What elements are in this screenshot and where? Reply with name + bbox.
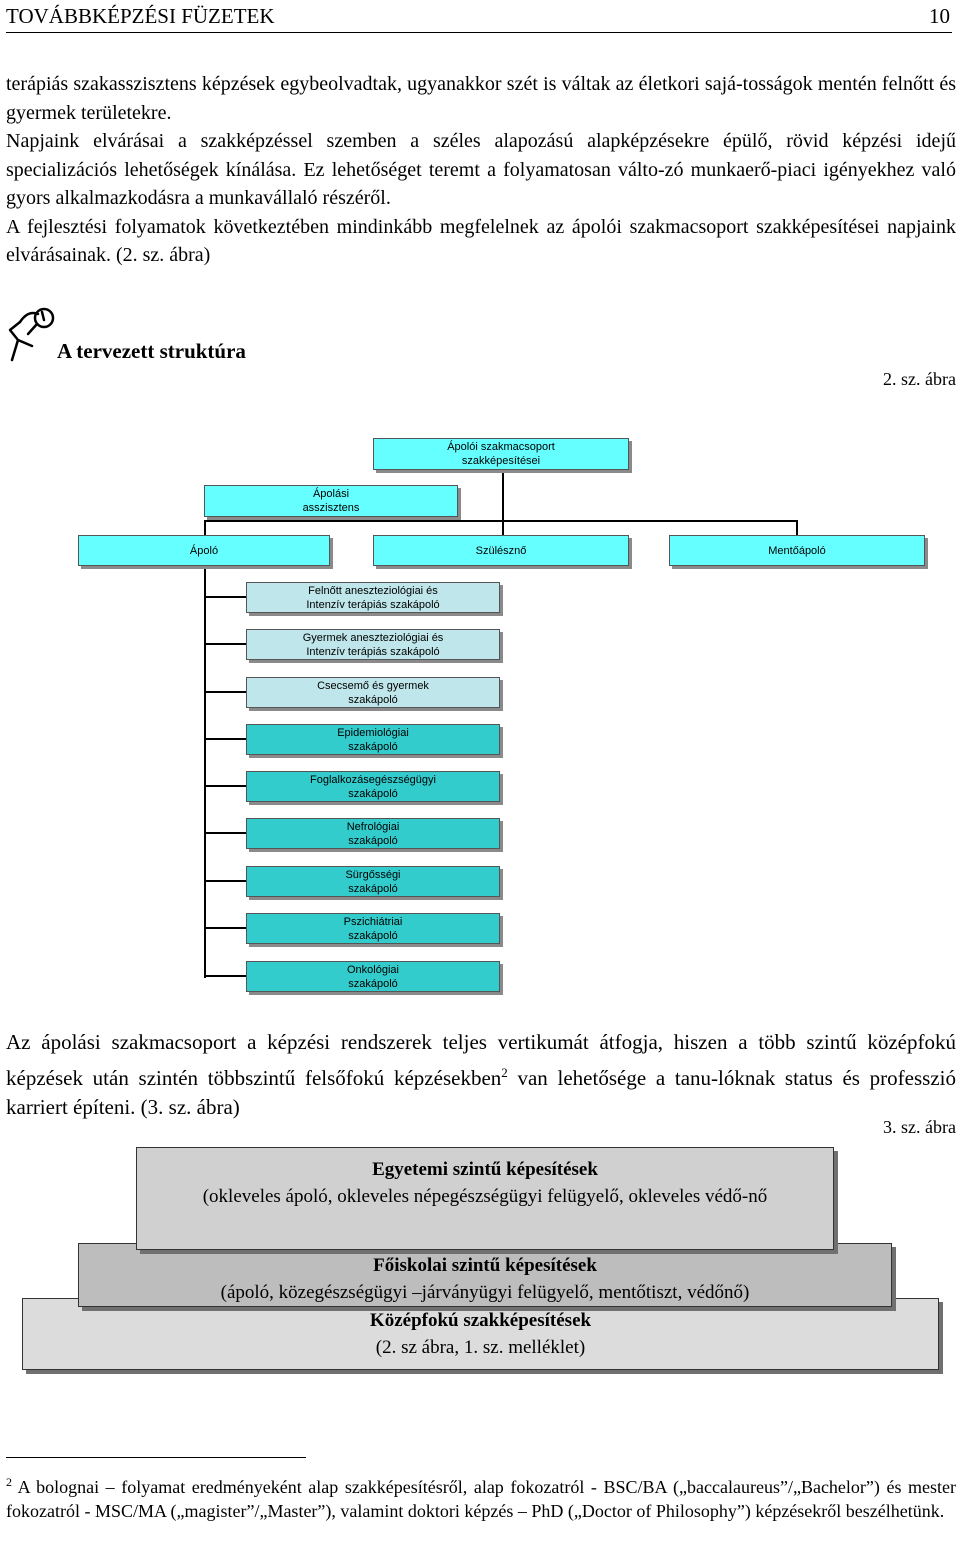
pyramid-level-college: Főiskolai szintű képesítések (ápoló, köz… bbox=[78, 1243, 892, 1307]
footnote-ref: 2 bbox=[501, 1064, 508, 1080]
university-body: (okleveles ápoló, okleveles népegészségü… bbox=[202, 1186, 768, 1207]
figure-2-title: A tervezett struktúra bbox=[57, 339, 246, 363]
branch-szulesznő: Szülésznő bbox=[373, 535, 629, 566]
specialty-box: Epidemiológiai szakápoló bbox=[246, 724, 500, 755]
secondary-body: (2. sz ábra, 1. sz. melléklet) bbox=[375, 1337, 586, 1358]
specialty-box: Gyermek aneszteziológiai és Intenzív ter… bbox=[246, 629, 500, 660]
university-title: Egyetemi szintű képesítések bbox=[372, 1159, 598, 1180]
specialty-box: Csecsemő és gyermek szakápoló bbox=[246, 677, 500, 708]
footnote-separator bbox=[6, 1457, 306, 1458]
specialty-box: Onkológiai szakápoló bbox=[246, 961, 500, 992]
specialty-box: Nefrológiai szakápoló bbox=[246, 818, 500, 849]
root-box: Ápolói szakmacsoport szakképesítései bbox=[373, 438, 629, 470]
secondary-title: Középfokú szakképesítések bbox=[369, 1310, 592, 1331]
career-text-2: van lehetősége a tanu-lóknak status és p… bbox=[6, 1065, 956, 1120]
intro-paragraph-1: terápiás szakasszisztens képzések egybeo… bbox=[6, 73, 956, 124]
branch-mentoapolo: Mentőápoló bbox=[669, 535, 925, 566]
specialty-box: Sürgősségi szakápoló bbox=[246, 866, 500, 897]
branch-apolo: Ápoló bbox=[78, 535, 330, 566]
career-text-1: Az ápolási szakmacsoport a képzési rends… bbox=[6, 1030, 956, 1090]
pyramid-level-university: Egyetemi szintű képesítések (okleveles á… bbox=[136, 1147, 834, 1250]
footnote-number: 2 bbox=[6, 1475, 12, 1489]
intro-text: terápiás szakasszisztens képzések egybeo… bbox=[6, 70, 956, 270]
specialty-box: Pszichiátriai szakápoló bbox=[246, 913, 500, 944]
page-number: 10 bbox=[929, 4, 950, 28]
assistant-box: Ápolási asszisztens bbox=[204, 485, 458, 517]
intro-paragraph-2: Napjaink elvárásai a szakképzéssel szemb… bbox=[6, 130, 956, 209]
college-body: (ápoló, közegészségügyi –járványügyi fel… bbox=[220, 1282, 750, 1303]
header-title: TOVÁBBKÉPZÉSI FÜZETEK bbox=[6, 4, 275, 28]
college-title: Főiskolai szintű képesítések bbox=[373, 1255, 597, 1276]
career-paragraph: Az ápolási szakmacsoport a képzési rends… bbox=[6, 1028, 956, 1123]
figure-reading-icon bbox=[8, 307, 55, 362]
specialty-box: Foglalkozásegészségügyi szakápoló bbox=[246, 771, 500, 802]
running-header: TOVÁBBKÉPZÉSI FÜZETEK 10 bbox=[6, 0, 952, 33]
footnote-text: A bolognai – folyamat eredményeként alap… bbox=[6, 1477, 956, 1521]
figure-3-ref: 3. sz. ábra bbox=[883, 1117, 956, 1137]
secondary-text: Középfokú szakképesítések (2. sz ábra, 1… bbox=[22, 1307, 939, 1361]
footnote: 2 A bolognai – folyamat eredményeként al… bbox=[6, 1470, 956, 1523]
figure-2-ref: 2. sz. ábra bbox=[883, 369, 956, 389]
intro-paragraph-3: A fejlesztési folyamatok következtében m… bbox=[6, 215, 956, 267]
pyramid-level-secondary bbox=[22, 1298, 939, 1370]
specialty-box: Felnőtt aneszteziológiai és Intenzív ter… bbox=[246, 582, 500, 613]
